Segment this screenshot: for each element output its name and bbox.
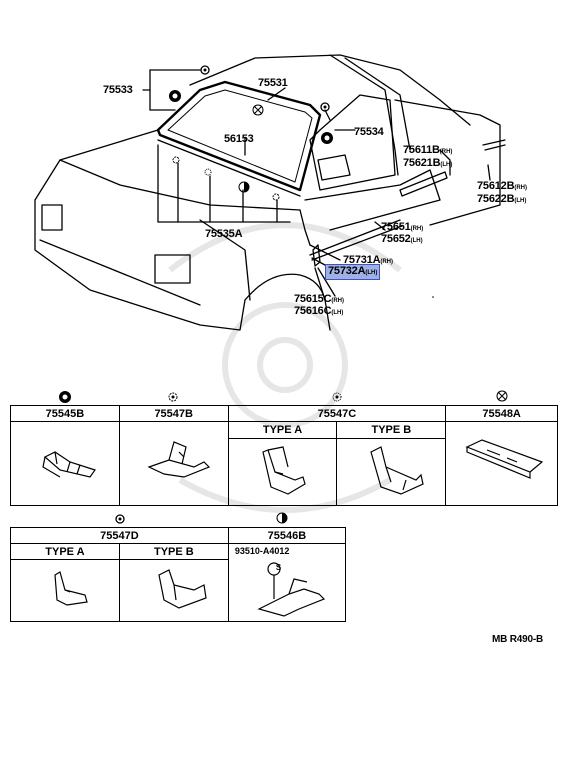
clip-75545B-image [10, 421, 120, 506]
clip-75547B-drawing [147, 441, 210, 478]
header-75547D: 75547D [10, 527, 229, 544]
clip-75548A-image [445, 421, 558, 506]
header-75547C-type-b: TYPE B [336, 420, 447, 440]
callout-75534: 75534 [354, 126, 384, 138]
callout-56153: 56153 [224, 133, 254, 145]
callout-75533: 75533 [103, 84, 133, 96]
callout-75622B: 75622B(LH) [477, 193, 527, 205]
symbol-75547D-icon [115, 514, 125, 524]
clip-table-2: 75547D 75546B TYPE A TYPE B 93510-A4012 … [10, 527, 347, 622]
header-75547D-type-b: TYPE B [118, 543, 229, 560]
callout-75615C: 75615C(RH) [294, 293, 345, 305]
header-75547D-type-a: TYPE A [10, 543, 120, 560]
clip-75547C-type-b-image [336, 438, 447, 506]
clip-75547C-type-a-image [227, 438, 338, 506]
header-75547B: 75547B [118, 405, 229, 422]
callout-75611B: 75611B(RH) [403, 144, 453, 156]
clip-75547D-type-b-drawing [158, 569, 207, 609]
callout-75612B: 75612B(RH) [477, 180, 528, 192]
callout-75732A-highlighted[interactable]: 75732A(LH) [325, 264, 381, 280]
callout-75535A: 75535A [205, 228, 243, 240]
diagram-code: MB R490-B [492, 634, 543, 645]
clip-75547D-type-a-drawing [54, 571, 88, 606]
symbol-75545B-icon [59, 391, 71, 403]
part-number-93510-A4012: 93510-A4012 [234, 546, 290, 556]
clip-75547D-type-a-image [10, 559, 120, 622]
callout-75651: 75651(RH) [381, 221, 424, 233]
symbol-75548A-icon [496, 390, 508, 402]
clip-table-1: 75545B 75547B 75547C 75548A [10, 405, 558, 506]
header-75547C-type-a: TYPE A [227, 420, 338, 440]
callout-75731A: 75731A(RH) [343, 254, 394, 266]
callout-75616C: 75616C(LH) [294, 305, 344, 317]
screw-s-mark: S [275, 563, 282, 572]
callout-75621B: 75621B(LH) [403, 157, 453, 169]
header-75548A: 75548A [445, 405, 558, 422]
clip-75548A-drawing [465, 439, 543, 479]
symbol-75547C-icon [332, 392, 342, 402]
symbol-75547B-icon [168, 392, 178, 402]
clip-75547C-type-b-drawing [370, 445, 425, 495]
clip-75546B-drawing [257, 562, 325, 617]
header-75547C: 75547C [227, 405, 447, 422]
callout-75531: 75531 [258, 77, 288, 89]
clip-75546B-image: 93510-A4012 S [227, 543, 347, 622]
clip-75547D-type-b-image [118, 559, 229, 622]
header-75546B: 75546B [227, 527, 347, 544]
header-75545B: 75545B [10, 405, 120, 422]
clip-symbols [169, 65, 434, 298]
callout-75652: 75652(LH) [381, 233, 423, 245]
symbol-75546B-icon [276, 512, 288, 524]
clip-75547B-image [118, 421, 229, 506]
clip-75547C-type-a-drawing [261, 445, 306, 495]
clip-75545B-drawing [42, 451, 96, 478]
